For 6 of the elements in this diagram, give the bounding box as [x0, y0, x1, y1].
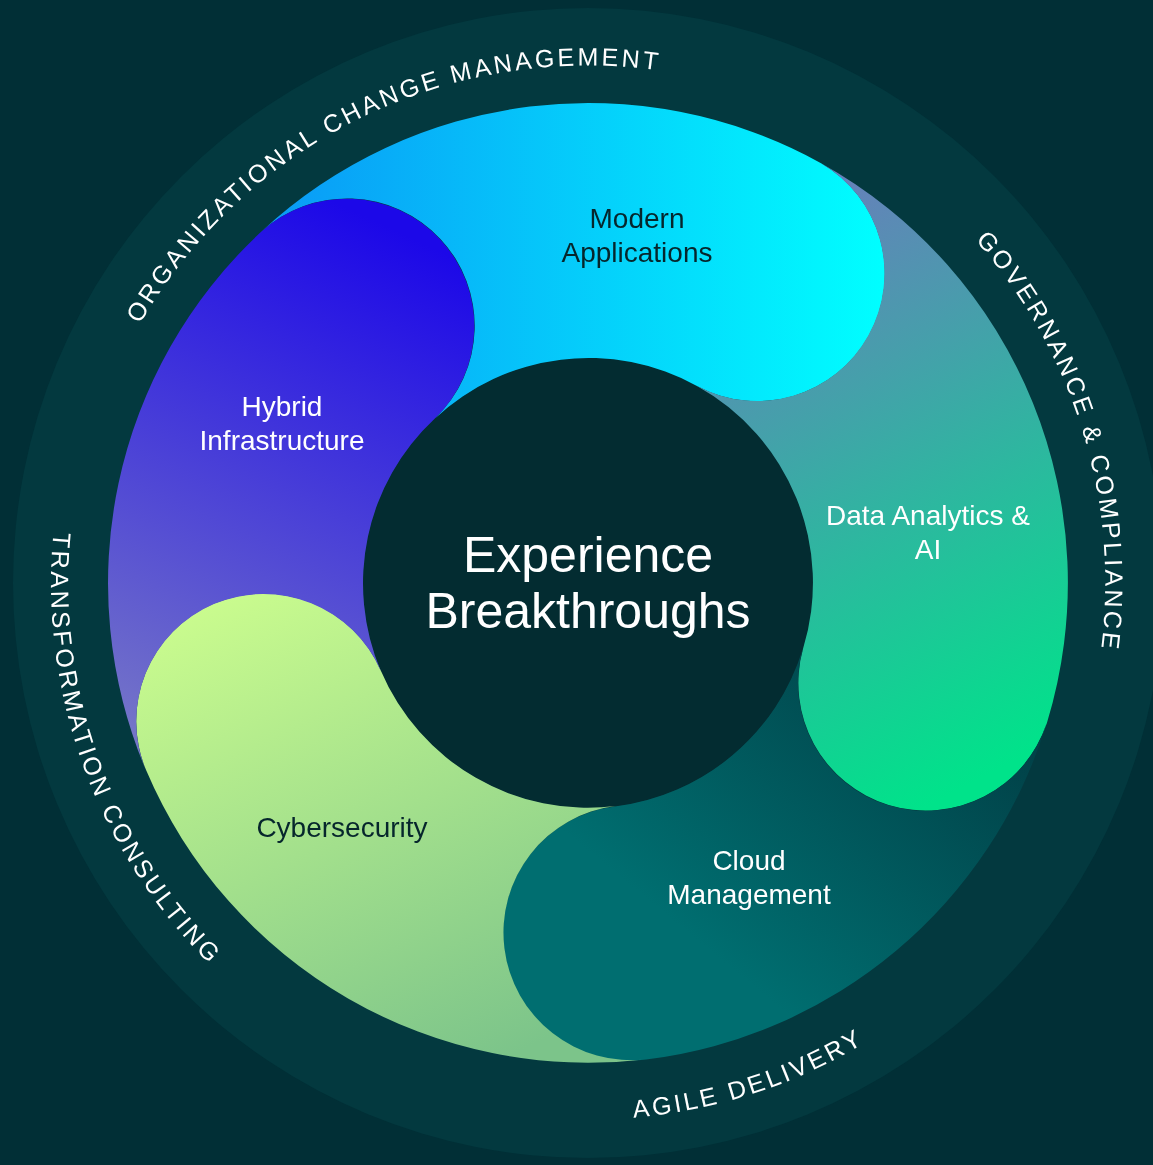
petal-label: Hybrid Infrastructure: [198, 390, 366, 458]
petal-label: Cybersecurity: [255, 811, 429, 845]
petal-label: Modern Applications: [560, 202, 714, 270]
center-title: Experience Breakthroughs: [424, 527, 752, 639]
petal-label: Data Analytics & AI: [825, 499, 1031, 567]
petal-label: Cloud Management: [666, 844, 832, 912]
